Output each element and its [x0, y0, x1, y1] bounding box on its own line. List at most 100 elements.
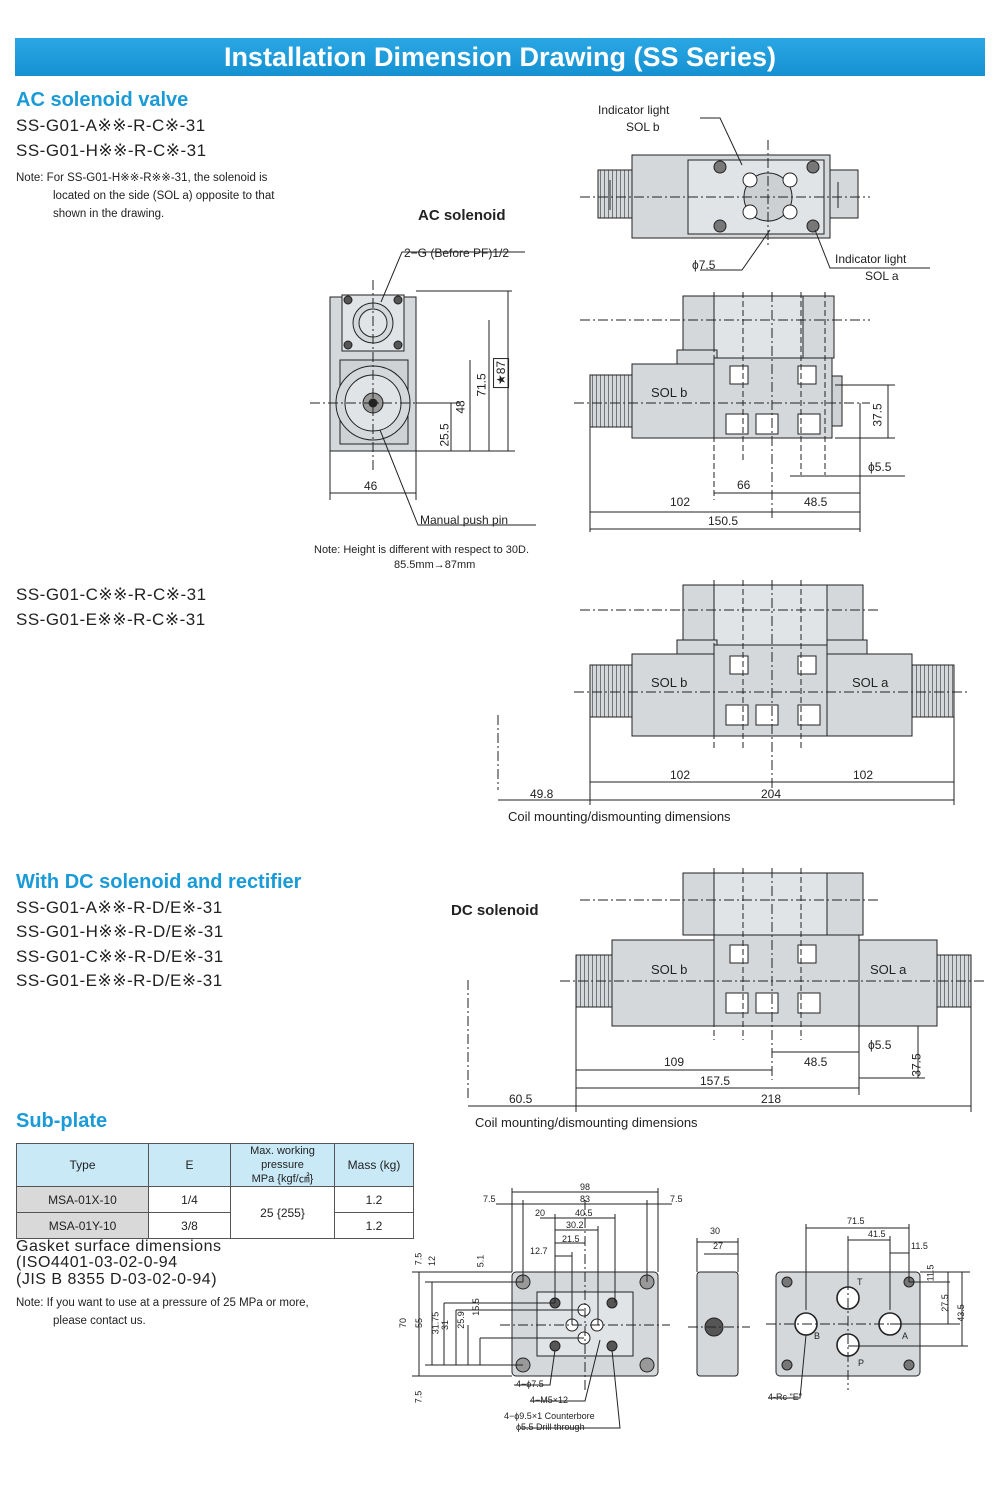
- dc-model-2: SS-G01-H※※-R-D/E※-31: [16, 922, 224, 941]
- row1-e: 1/4: [148, 1186, 231, 1213]
- dc-model-1: SS-G01-A※※-R-D/E※-31: [16, 898, 223, 917]
- ac-solenoid-heading: AC solenoid: [418, 207, 506, 224]
- dim-41-5: 41.5: [868, 1229, 886, 1239]
- sol-b-label-ac-double: SOL b: [651, 675, 688, 690]
- dim-12: 12: [427, 1255, 438, 1267]
- header-pressure-line-2: MPa {kgf/㎠}: [251, 1173, 314, 1185]
- dim-71-5: 71.5: [474, 373, 489, 397]
- sol-a-label-dc: SOL a: [870, 962, 907, 977]
- sol-a-label-ac-double: SOL a: [852, 675, 889, 690]
- ac-double-front-view: [497, 580, 970, 805]
- header-e: E: [148, 1143, 231, 1187]
- header-pressure-line-1: Max. working pressure: [250, 1145, 315, 1171]
- phi-7-5-label: ϕ7.5: [692, 258, 716, 272]
- dc-model-3: SS-G01-C※※-R-D/E※-31: [16, 947, 224, 966]
- dc-solenoid-heading: DC solenoid: [451, 902, 539, 919]
- ac-top-view: [580, 117, 930, 271]
- dim-49-8: 49.8: [530, 787, 554, 801]
- gasket-standard-2: (JIS B 8355 D-03-02-0-94): [16, 1271, 218, 1288]
- header-pressure: Max. working pressure MPa {kgf/㎠}: [230, 1143, 335, 1187]
- phi-5-5-label: ϕ5.5: [868, 460, 892, 474]
- gasket-standard-1: (ISO4401-03-02-0-94: [16, 1254, 178, 1271]
- dim-102-left: 102: [670, 768, 691, 782]
- height-note-line-1: Note: Height is different with respect t…: [314, 544, 530, 556]
- dim-11-5-v: 11.5: [925, 1264, 936, 1282]
- dim-11-5-h: 11.5: [911, 1241, 928, 1251]
- dim-25-9: 25.9: [455, 1311, 466, 1329]
- table-row: MSA-01X-10 1/4 25 {255} 1.2: [16, 1186, 414, 1239]
- dim-46: 46: [364, 479, 378, 493]
- dc-section-title: With DC solenoid and rectifier: [16, 871, 302, 893]
- dc-model-4: SS-G01-E※※-R-D/E※-31: [16, 971, 223, 990]
- header-type: Type: [16, 1143, 149, 1187]
- row2-mass: 1.2: [334, 1212, 414, 1239]
- port-b-label: B: [814, 1331, 821, 1341]
- dim-7-5-left: 7.5: [483, 1194, 496, 1204]
- manual-push-pin-label: Manual push pin: [420, 513, 509, 527]
- port-t-label: T: [857, 1277, 863, 1287]
- callout-m5: 4−M5×12: [530, 1395, 569, 1405]
- gasket-line-2: JIS B 8355 D-03-02-0-94: [21, 1271, 212, 1288]
- dim-204: 204: [761, 787, 782, 801]
- dim-102: 102: [670, 495, 691, 509]
- phi-5-5-dc: ϕ5.5: [868, 1038, 892, 1052]
- port-g-label: 2−G (Before PF)1/2: [404, 246, 510, 260]
- dim-83: 83: [580, 1194, 591, 1204]
- ac-double-model-1: SS-G01-C※※-R-C※-31: [16, 585, 207, 604]
- dim-102-right: 102: [853, 768, 874, 782]
- indicator-sol-b-label: SOL b: [626, 120, 660, 134]
- page-banner: Installation Dimension Drawing (SS Serie…: [15, 38, 985, 76]
- row2-e: 3/8: [148, 1212, 231, 1239]
- dim-71-5-bottom: 71.5: [847, 1216, 865, 1226]
- row1-type: MSA-01X-10: [16, 1186, 149, 1213]
- dim-7-5-right: 7.5: [670, 1194, 683, 1204]
- dim-48-5-dc: 48.5: [804, 1055, 828, 1069]
- dim-31: 31: [440, 1319, 451, 1331]
- subplate-side-view: [688, 1238, 750, 1377]
- dim-40-5: 40.5: [575, 1208, 593, 1218]
- dim-27: 27: [713, 1241, 724, 1251]
- ac-double-model-2: SS-G01-E※※-R-C※-31: [16, 610, 206, 629]
- callout-rc: 4-Rc "E": [768, 1392, 802, 1402]
- table-row: MSA-01Y-10 3/8 1.2: [16, 1212, 414, 1239]
- subplate-title: Sub-plate: [16, 1110, 108, 1132]
- port-a-label: A: [902, 1331, 909, 1341]
- port-p-label: P: [858, 1358, 865, 1368]
- indicator-light-a-label: Indicator light: [835, 252, 907, 266]
- ac-note-line-3: shown in the drawing.: [53, 208, 165, 220]
- subplate-table: Type E Max. working pressure MPa {kgf/㎠}…: [16, 1143, 414, 1239]
- dim-109: 109: [664, 1055, 685, 1069]
- ac-end-view: [310, 251, 536, 526]
- dim-12-7: 12.7: [530, 1246, 548, 1256]
- dim-25-5: 25.5: [437, 423, 452, 447]
- row2-type: MSA-01Y-10: [16, 1212, 149, 1239]
- dim-7-5-bottom: 7.5: [413, 1390, 424, 1404]
- dim-31-75: 31.75: [430, 1311, 441, 1335]
- dim-21-5: 21.5: [562, 1234, 580, 1244]
- dim-37-5: 37.5: [870, 403, 885, 427]
- callout-drill: ϕ5.5 Drill through: [516, 1422, 585, 1432]
- indicator-sol-a-label: SOL a: [865, 269, 899, 283]
- dim-60-5: 60.5: [509, 1092, 533, 1106]
- dim-70: 70: [398, 1317, 409, 1329]
- sol-b-label-ac-single: SOL b: [651, 385, 688, 400]
- sol-b-label-dc: SOL b: [651, 962, 688, 977]
- dim-20: 20: [535, 1208, 546, 1218]
- dim-30: 30: [710, 1226, 721, 1236]
- dim-37-5-dc: 37.5: [909, 1053, 924, 1077]
- dim-66: 66: [737, 478, 751, 492]
- dim-218: 218: [761, 1092, 782, 1106]
- dim-43-5: 43.5: [955, 1304, 966, 1322]
- ac-note-line-2: located on the side (SOL a) opposite to …: [53, 190, 275, 202]
- dim-15-5: 15.5: [470, 1298, 481, 1316]
- dim-55: 55: [414, 1317, 425, 1329]
- subplate-note-line-1: Note: If you want to use at a pressure o…: [16, 1297, 309, 1309]
- subplate-bottom-view: [766, 1224, 970, 1399]
- coil-note-ac: Coil mounting/dismounting dimensions: [508, 809, 731, 824]
- subplate-note-line-2: please contact us.: [53, 1315, 146, 1327]
- header-mass: Mass (kg): [334, 1143, 414, 1187]
- ac-note-line-1: Note: For SS-G01-H※※-R※※-31, the solenoi…: [16, 172, 268, 184]
- height-note-line-2: 85.5mm→87mm: [394, 559, 476, 571]
- ac-model-1: SS-G01-A※※-R-C※-31: [16, 116, 206, 135]
- callout-counterbore: 4−ϕ9.5×1 Counterbore: [504, 1411, 595, 1421]
